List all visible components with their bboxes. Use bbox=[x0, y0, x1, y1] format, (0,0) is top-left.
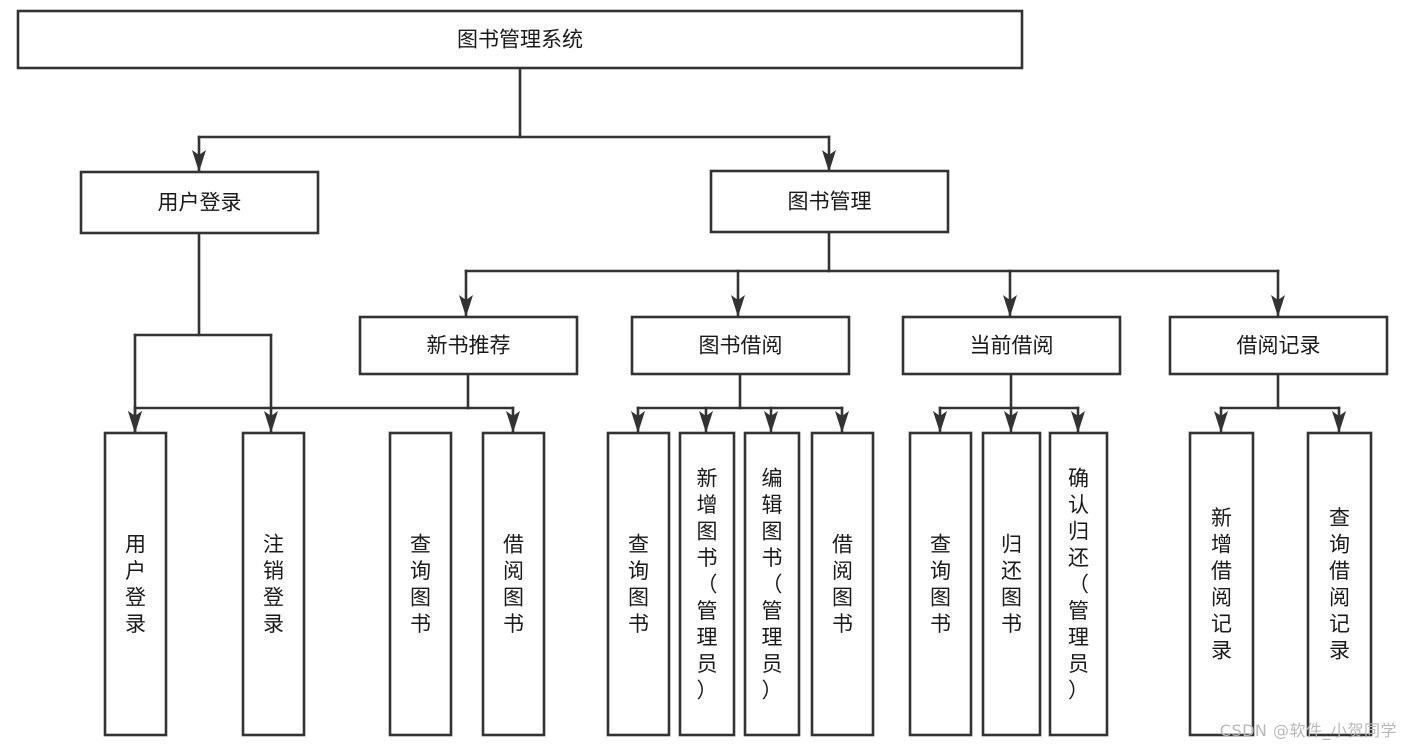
level3-node-2-label: 图书借阅 bbox=[699, 334, 783, 358]
level3-node-2[interactable]: 图书借阅 bbox=[630, 315, 851, 376]
leaf-node-6-box[interactable] bbox=[678, 431, 736, 737]
arrow-head-icon bbox=[459, 295, 473, 317]
leaf-node-12-box[interactable] bbox=[1188, 431, 1255, 737]
root-node-book-management-system[interactable]: 图书管理系统 bbox=[16, 9, 1024, 70]
level2-node-2-box[interactable] bbox=[709, 169, 950, 234]
leaf-node-11[interactable]: 确认归还（管理员） bbox=[1048, 431, 1109, 737]
arrow-head-icon bbox=[1332, 411, 1346, 433]
leaf-node-9-box[interactable] bbox=[908, 431, 973, 737]
leaf-node-2[interactable]: 注销登录 bbox=[241, 431, 306, 737]
connector-root-to-level2 bbox=[192, 66, 836, 173]
leaf-node-8-box[interactable] bbox=[810, 431, 875, 737]
arrow-head-icon bbox=[1071, 411, 1085, 433]
connector-books-to-level3 bbox=[459, 230, 1285, 318]
level3-node-4-label: 借阅记录 bbox=[1237, 334, 1321, 358]
level3-node-1[interactable]: 新书推荐 bbox=[358, 315, 579, 376]
connector-newbook-to-leaves bbox=[128, 372, 520, 434]
level2-node-2[interactable]: 图书管理 bbox=[709, 169, 950, 234]
leaf-node-3-label: 查询图书 bbox=[410, 533, 431, 637]
level3-node-3[interactable]: 当前借阅 bbox=[901, 315, 1122, 376]
leaf-node-3-box[interactable] bbox=[388, 431, 453, 737]
leaf-node-4[interactable]: 借阅图书 bbox=[481, 431, 546, 737]
leaf-node-6-label: 新增图书（管理员） bbox=[697, 466, 718, 702]
level2-node-1-box[interactable] bbox=[79, 170, 320, 235]
leaf-node-11-label: 确认归还（管理员） bbox=[1068, 466, 1089, 702]
connector-current-to-leaves bbox=[933, 372, 1085, 434]
arrow-head-icon bbox=[1003, 295, 1017, 317]
leaf-node-11-box[interactable] bbox=[1048, 431, 1109, 737]
leaf-node-4-box[interactable] bbox=[481, 431, 546, 737]
leaf-node-13-label: 查询借阅记录 bbox=[1329, 506, 1350, 663]
leaf-node-2-label: 注销登录 bbox=[263, 533, 284, 637]
arrow-head-icon bbox=[731, 295, 745, 317]
leaf-node-1-box[interactable] bbox=[103, 431, 168, 737]
leaf-node-6[interactable]: 新增图书（管理员） bbox=[678, 431, 736, 737]
leaf-node-9[interactable]: 查询图书 bbox=[908, 431, 973, 737]
leaf-node-7[interactable]: 编辑图书（管理员） bbox=[743, 431, 801, 737]
arrow-head-icon bbox=[128, 411, 142, 433]
connector-record-to-leaves bbox=[1214, 372, 1346, 434]
connector-borrow-to-leaves bbox=[631, 372, 849, 434]
leaf-node-10-box[interactable] bbox=[981, 431, 1042, 737]
arrow-head-icon bbox=[933, 411, 947, 433]
arrow-head-icon bbox=[631, 411, 645, 433]
arrow-head-icon bbox=[1214, 411, 1228, 433]
arrow-head-icon bbox=[192, 150, 206, 172]
level3-node-1-box[interactable] bbox=[358, 315, 579, 376]
arrow-head-icon bbox=[1004, 411, 1018, 433]
leaf-node-7-label: 编辑图书（管理员） bbox=[762, 466, 783, 702]
level2-node-1-label: 用户登录 bbox=[158, 191, 242, 215]
leaf-node-9-label: 查询图书 bbox=[930, 533, 951, 637]
leaf-node-10[interactable]: 归还图书 bbox=[981, 431, 1042, 737]
leaf-node-8[interactable]: 借阅图书 bbox=[810, 431, 875, 737]
level3-node-4[interactable]: 借阅记录 bbox=[1168, 315, 1389, 376]
leaf-node-4-label: 借阅图书 bbox=[503, 533, 524, 637]
leaf-node-5-label: 查询图书 bbox=[628, 533, 649, 637]
level3-node-1-label: 新书推荐 bbox=[427, 334, 511, 358]
leaf-node-13[interactable]: 查询借阅记录 bbox=[1306, 431, 1373, 737]
leaf-node-5[interactable]: 查询图书 bbox=[606, 431, 671, 737]
arrow-head-icon bbox=[699, 411, 713, 433]
arrow-head-icon bbox=[835, 411, 849, 433]
connector-login-to-leaves bbox=[128, 231, 278, 434]
arrow-head-icon bbox=[1271, 295, 1285, 317]
leaf-node-3[interactable]: 查询图书 bbox=[388, 431, 453, 737]
leaf-node-12-label: 新增借阅记录 bbox=[1211, 506, 1232, 663]
leaf-node-13-box[interactable] bbox=[1306, 431, 1373, 737]
arrow-head-icon bbox=[764, 411, 778, 433]
level3-node-3-box[interactable] bbox=[901, 315, 1122, 376]
level2-node-1[interactable]: 用户登录 bbox=[79, 170, 320, 235]
root-node-book-management-system-label: 图书管理系统 bbox=[457, 28, 583, 52]
leaf-node-7-box[interactable] bbox=[743, 431, 801, 737]
arrow-head-icon bbox=[822, 150, 836, 172]
level3-node-2-box[interactable] bbox=[630, 315, 851, 376]
level2-node-2-label: 图书管理 bbox=[788, 190, 872, 214]
arrow-head-icon bbox=[264, 411, 278, 433]
leaf-node-5-box[interactable] bbox=[606, 431, 671, 737]
leaf-node-2-box[interactable] bbox=[241, 431, 306, 737]
leaf-node-8-label: 借阅图书 bbox=[832, 533, 853, 637]
leaf-node-1-label: 用户登录 bbox=[125, 533, 146, 637]
leaf-node-10-label: 归还图书 bbox=[1001, 533, 1022, 637]
leaf-node-1[interactable]: 用户登录 bbox=[103, 431, 168, 737]
arrow-head-icon bbox=[506, 411, 520, 433]
level3-node-3-label: 当前借阅 bbox=[970, 334, 1054, 358]
leaf-node-12[interactable]: 新增借阅记录 bbox=[1188, 431, 1255, 737]
root-node-book-management-system-box[interactable] bbox=[16, 9, 1024, 70]
level3-node-4-box[interactable] bbox=[1168, 315, 1389, 376]
